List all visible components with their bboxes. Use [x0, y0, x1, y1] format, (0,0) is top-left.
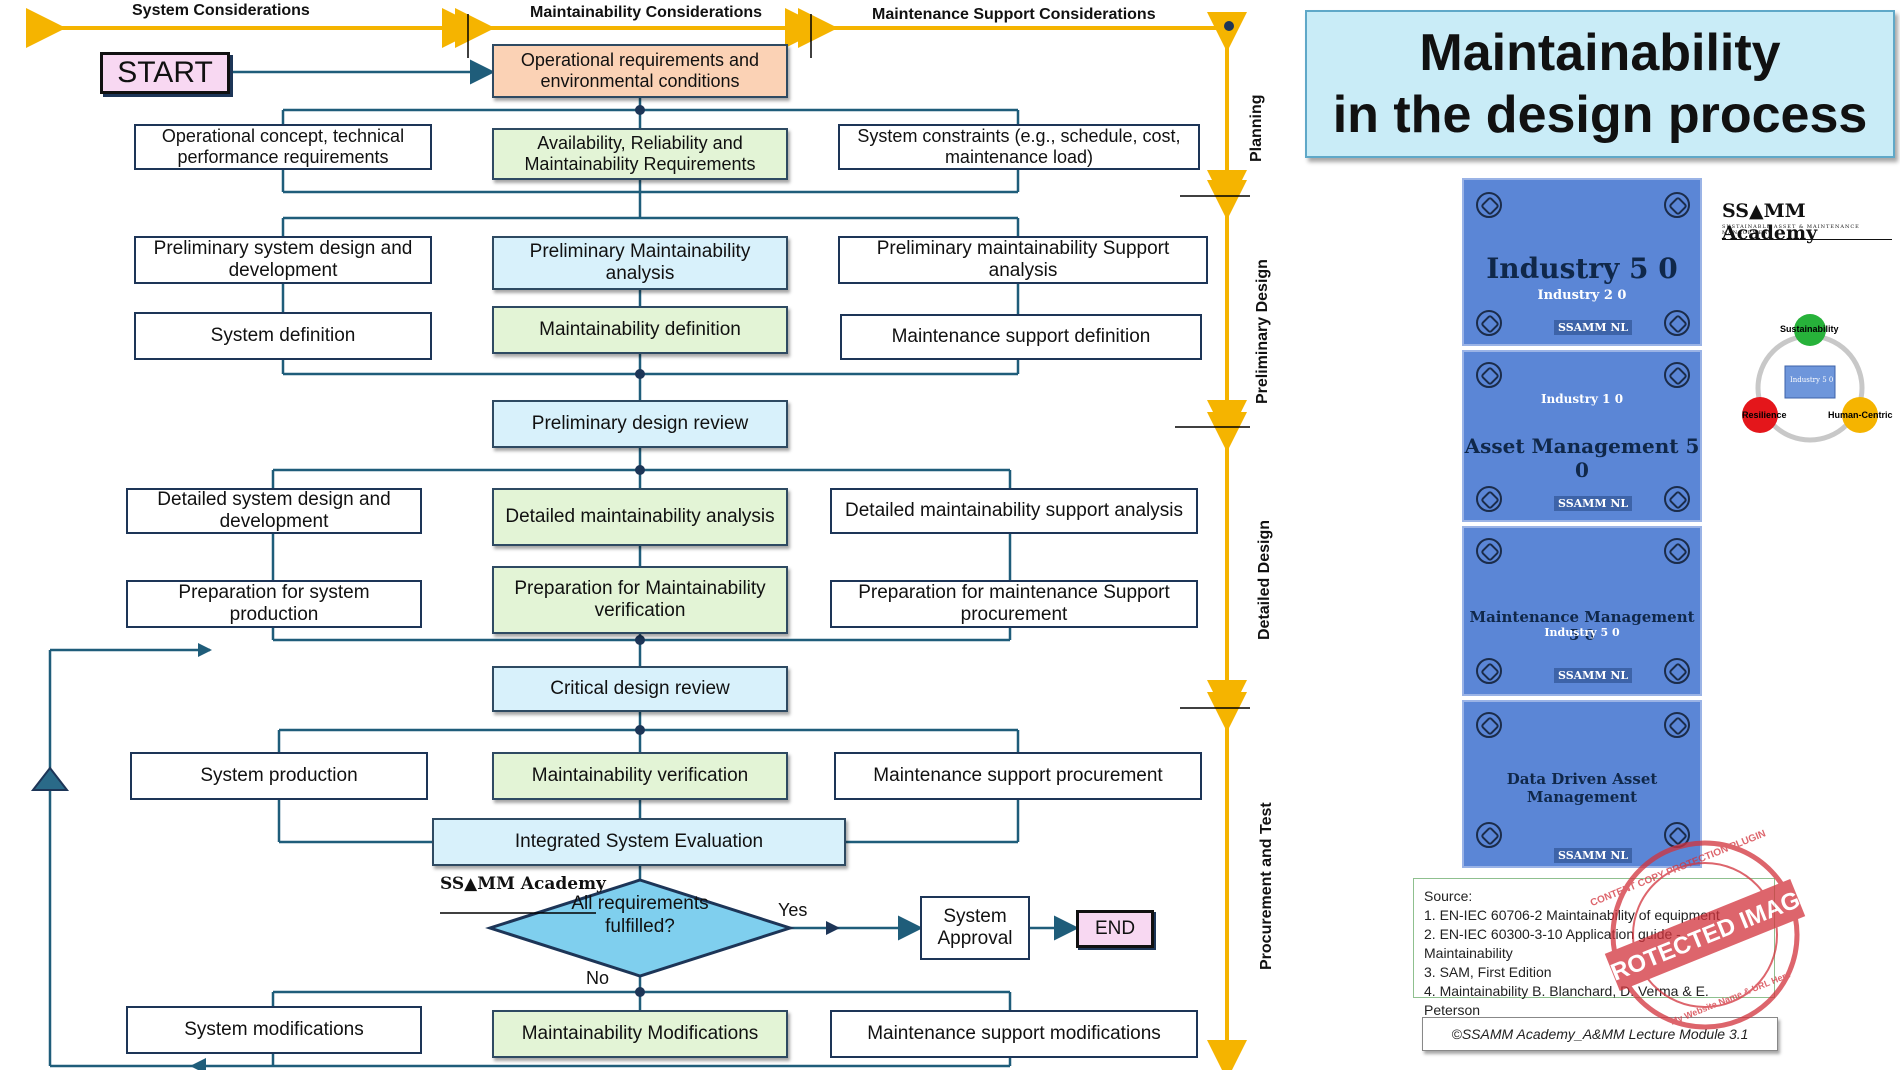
box-preliminary-system-design: Preliminary system design and developmen… [134, 236, 432, 284]
box-system-definition: System definition [134, 312, 432, 360]
tile-badge: SSAMM NL [1554, 848, 1633, 863]
box-system-production: System production [130, 752, 428, 800]
box-maintenance-support-definition: Maintenance support definition [840, 314, 1202, 360]
box-preparation-support-procurement: Preparation for maintenance Support proc… [830, 580, 1198, 628]
openai-logo-icon [1476, 486, 1502, 512]
no-label: No [586, 968, 610, 988]
box-operational-requirements: Operational requirements and environment… [492, 44, 788, 98]
box-preliminary-support-analysis: Preliminary maintainability Support anal… [838, 236, 1208, 284]
system-considerations-header: System Considerations [132, 2, 310, 19]
sustainability-node [1794, 314, 1826, 346]
phase-preliminary-design: Preliminary Design [1254, 259, 1271, 404]
box-maintainability-definition: Maintainability definition [492, 306, 788, 354]
source-item: 1. EN-IEC 60706-2 Maintainability of equ… [1424, 907, 1720, 923]
tile-title: Asset Management 5 0 [1464, 434, 1700, 482]
openai-logo-icon [1664, 538, 1690, 564]
box-arm-requirements: Availability, Reliability and Maintainab… [492, 128, 788, 180]
openai-logo-icon [1476, 538, 1502, 564]
box-critical-design-review: Critical design review [492, 666, 788, 712]
tile-industry-5: Industry 5 0 Industry 2 0 SSAMM NL [1462, 178, 1702, 346]
source-heading: Source: [1424, 888, 1473, 904]
title-line2: in the design process [1332, 86, 1868, 144]
maintainability-considerations-header: Maintainability Considerations [530, 4, 763, 21]
box-detailed-support-analysis: Detailed maintainability support analysi… [830, 488, 1198, 534]
label-resilience: Resilience [1742, 410, 1787, 420]
label-human-centric: Human-Centric [1828, 410, 1893, 420]
openai-logo-icon [1664, 712, 1690, 738]
title-line1: Maintainability [1419, 23, 1781, 82]
tile-title: Industry 5 0 [1486, 252, 1678, 285]
box-operational-concept: Operational concept, technical performan… [134, 124, 432, 170]
box-preliminary-design-review: Preliminary design review [492, 400, 788, 448]
tile-subtitle: Industry 5 0 [1544, 626, 1620, 639]
academy-logo-small: SS▲MM Academy [440, 874, 606, 894]
box-preliminary-maintainability-analysis: Preliminary Maintainability analysis [492, 236, 788, 290]
tile-title: Maintenance Management 5 0 [1469, 608, 1695, 644]
openai-logo-icon [1476, 822, 1502, 848]
tile-badge: SSAMM NL [1554, 320, 1633, 335]
box-detailed-system-design: Detailed system design and development [126, 488, 422, 534]
yes-label: Yes [778, 900, 808, 920]
end-node: END [1076, 910, 1154, 948]
tile-subtitle: Industry 2 0 [1537, 288, 1627, 303]
box-maintainability-verification: Maintainability verification [492, 752, 788, 800]
box-preparation-maintainability-verification: Preparation for Maintainability verifica… [492, 566, 788, 634]
box-system-modifications: System modifications [126, 1006, 422, 1054]
openai-logo-icon [1664, 310, 1690, 336]
box-maintainability-modifications: Maintainability Modifications [492, 1010, 788, 1058]
box-preparation-system-production: Preparation for system production [126, 580, 422, 628]
source-item: 4. Maintainability B. Blanchard, D. Verm… [1424, 983, 1709, 1018]
start-node: START [100, 52, 230, 94]
resilience-node [1742, 397, 1778, 433]
industry5-triangle-diagram [1742, 314, 1878, 443]
box-maintenance-support-procurement: Maintenance support procurement [834, 752, 1202, 800]
openai-logo-icon [1476, 310, 1502, 336]
phase-procurement-test: Procurement and Test [1258, 802, 1275, 970]
box-integrated-system-evaluation: Integrated System Evaluation [432, 818, 846, 866]
academy-tagline: SUSTAINABLE ASSET & MAINTENANCE MANAGEME… [1722, 224, 1892, 240]
decision-diamond [485, 878, 795, 978]
tile-maintenance-management-5: Maintenance Management 5 0 Industry 5 0 … [1462, 526, 1702, 696]
openai-logo-icon [1664, 486, 1690, 512]
box-maintenance-support-modifications: Maintenance support modifications [830, 1010, 1198, 1058]
openai-logo-icon [1476, 658, 1502, 684]
openai-logo-icon [1664, 822, 1690, 848]
box-system-constraints: System constraints (e.g., schedule, cost… [838, 124, 1200, 170]
tile-asset-management-5: Asset Management 5 0 Industry 1 0 SSAMM … [1462, 350, 1702, 522]
tile-badge: SSAMM NL [1554, 496, 1633, 511]
academy-logo: SS▲MM Academy [1722, 200, 1818, 244]
tile-badge: SSAMM NL [1554, 668, 1633, 683]
box-system-approval: System Approval [920, 896, 1030, 960]
tile-title: Data Driven Asset Management [1506, 770, 1658, 806]
openai-logo-icon [1664, 658, 1690, 684]
human-centric-node [1842, 397, 1878, 433]
openai-logo-icon [1476, 192, 1502, 218]
support-considerations-header: Maintenance Support Considerations [872, 6, 1156, 23]
phase-detailed-design: Detailed Design [1256, 519, 1273, 640]
openai-logo-icon [1476, 712, 1502, 738]
source-item: 3. SAM, First Edition [1424, 964, 1552, 980]
tile-data-driven-asset-management: Data Driven Asset Management SSAMM NL [1462, 700, 1702, 868]
openai-logo-icon [1664, 192, 1690, 218]
box-detailed-maintainability-analysis: Detailed maintainability analysis [492, 488, 788, 546]
title-box: Maintainability in the design process [1305, 10, 1895, 158]
source-item: 2. EN-IEC 60300-3-10 Application guide -… [1424, 926, 1681, 961]
label-industry5-center: Industry 5 0 [1790, 376, 1834, 384]
openai-logo-icon [1476, 362, 1502, 388]
copyright-note: ©SSAMM Academy_A&MM Lecture Module 3.1 [1422, 1017, 1778, 1051]
source-box: Source: 1. EN-IEC 60706-2 Maintainabilit… [1413, 878, 1775, 1018]
tile-subtitle: Industry 1 0 [1540, 392, 1624, 406]
label-sustainability: Sustainability [1780, 324, 1839, 334]
openai-logo-icon [1664, 362, 1690, 388]
phase-planning: Planning [1248, 94, 1265, 162]
decision-text: All requirements fulfilled? [571, 893, 709, 937]
